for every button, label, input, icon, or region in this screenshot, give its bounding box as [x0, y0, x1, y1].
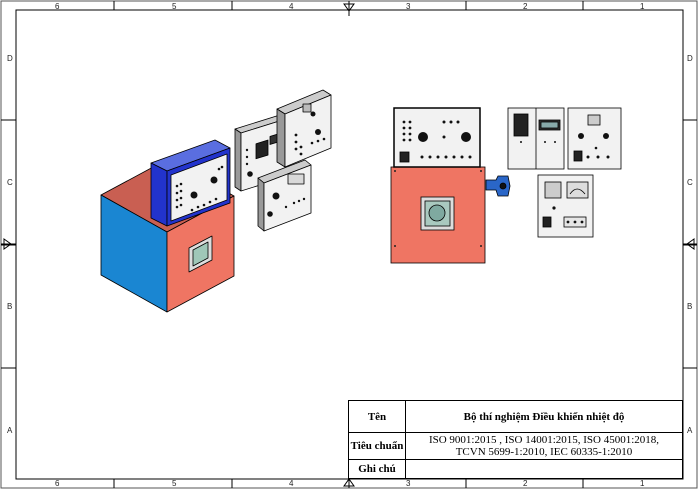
zone-row-label: D: [7, 54, 13, 63]
zone-row-label: C: [687, 178, 693, 187]
side-connector: [485, 175, 511, 197]
control-panel-buttons: [175, 165, 224, 212]
control-panel-face: [170, 153, 228, 222]
isometric-assembly: [100, 89, 332, 313]
zone-row-label: D: [687, 54, 693, 63]
standard-line-2: TCVN 5699-1:2010, IEC 60335-1:2010: [455, 446, 633, 458]
name-value: Bộ thí nghiệm Điều khiển nhiệt độ: [463, 410, 625, 423]
zone-col-label: 1: [640, 479, 645, 488]
zone-col-label: 6: [55, 2, 60, 11]
zone-row-label: C: [7, 178, 13, 187]
zone-col-label: 2: [523, 479, 528, 488]
zone-col-label: 5: [172, 479, 177, 488]
title-block: Tên Bộ thí nghiệm Điều khiển nhiệt độ Ti…: [348, 400, 683, 479]
zone-col-label: 1: [640, 2, 645, 11]
zone-col-label: 2: [523, 2, 528, 11]
note-value: [406, 460, 682, 478]
zone-row-label: A: [687, 426, 693, 435]
front-view-assembly: [390, 107, 622, 264]
control-box-side: [150, 162, 168, 227]
standard-line-1: ISO 9001:2015 , ISO 14001:2015, ISO 4500…: [428, 434, 660, 446]
note-label: Ghi chú: [349, 460, 406, 478]
zone-row-label: B: [687, 302, 692, 311]
zone-row-label: B: [7, 302, 12, 311]
standard-value: ISO 9001:2015 , ISO 14001:2015, ISO 4500…: [406, 433, 682, 459]
zone-col-label: 4: [289, 479, 294, 488]
zone-col-label: 6: [55, 479, 60, 488]
zone-col-label: 3: [406, 479, 411, 488]
standard-label: Tiêu chuẩn: [349, 433, 406, 459]
title-row-standard: Tiêu chuẩn ISO 9001:2015 , ISO 14001:201…: [349, 433, 682, 460]
title-row-note: Ghi chú: [349, 460, 682, 478]
zone-col-label: 4: [289, 2, 294, 11]
zone-col-label: 3: [406, 2, 411, 11]
zone-row-label: A: [7, 426, 13, 435]
title-row-name: Tên Bộ thí nghiệm Điều khiển nhiệt độ: [349, 401, 682, 433]
name-label: Tên: [349, 401, 406, 432]
zone-col-label: 5: [172, 2, 177, 11]
